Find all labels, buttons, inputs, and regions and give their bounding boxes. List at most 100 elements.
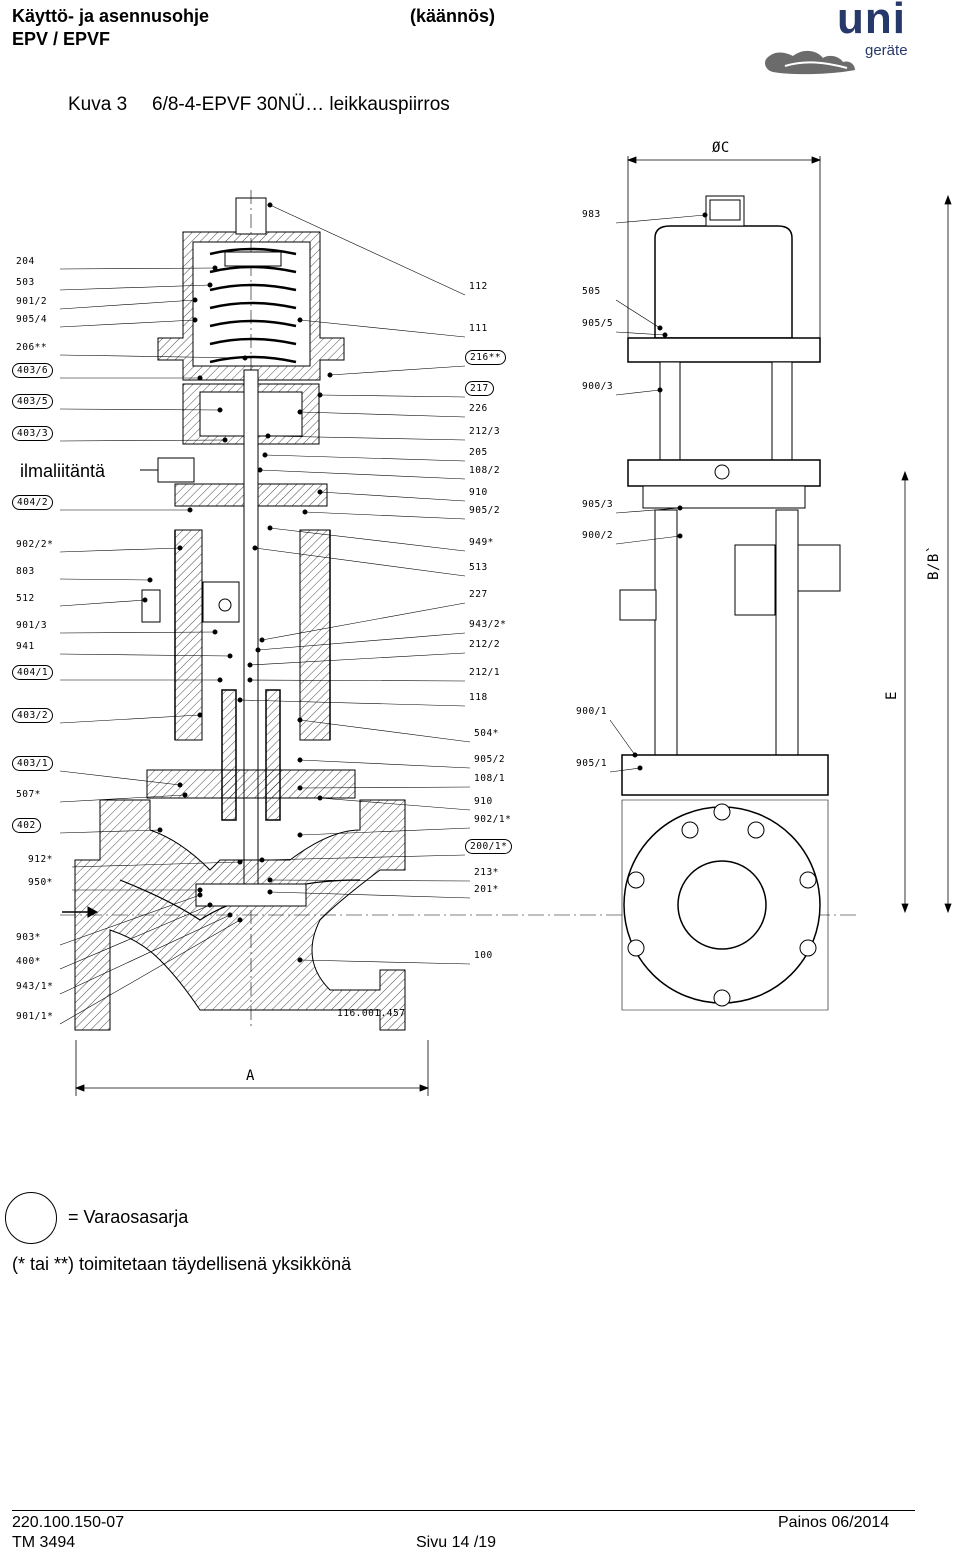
leader-line [59,354,246,359]
leader-line [269,527,466,552]
leader-line [299,411,466,418]
leader-dot [217,677,223,683]
leader-dot [247,662,253,668]
part-label: 504* [474,728,499,739]
leader-dot [237,859,243,865]
leader-line [267,435,466,441]
part-label: 400* [16,956,41,967]
part-label: 212/3 [469,426,501,437]
air-connection-fitting [157,457,195,483]
leader-line [299,827,471,836]
part-label: 503 [16,277,35,288]
leader-line [59,919,241,1025]
part-label: 901/2 [16,296,48,307]
leader-line [299,786,471,789]
leader-dot [207,902,213,908]
leader-line [615,331,666,336]
part-label: 111 [469,323,488,334]
leader-dot [657,325,663,331]
page-number: Sivu 14 /19 [416,1534,497,1551]
leader-dot [317,795,323,801]
part-label: 910 [469,487,488,498]
leader-dot [297,757,303,763]
leader-dot [237,917,243,923]
leader-dot [182,792,188,798]
part-label: 403/2 [12,708,54,723]
leader-line [261,602,466,641]
positioner [734,544,776,616]
part-label: 118 [469,692,488,703]
part-label: 949* [469,537,494,548]
part-label: 505 [582,286,601,297]
part-label: 216** [465,350,507,365]
leader-line [239,699,466,707]
part-label: 226 [469,403,488,414]
part-label: 217 [465,381,494,396]
leader-dot [259,857,265,863]
part-label: 900/1 [576,706,608,717]
part-label: 910 [474,796,493,807]
leader-line [59,578,151,581]
leader-line [269,204,466,296]
leader-dot [187,507,193,513]
leader-dot [177,782,183,788]
leader-dot [197,892,203,898]
logo-subtext: geräte [865,42,908,59]
leader-dot [259,637,265,643]
legend-symbol-meaning: = Varaosasarja [68,1207,189,1227]
leader-dot [192,297,198,303]
part-label: 507* [16,789,41,800]
part-label: 900/3 [582,381,614,392]
part-label: 943/1* [16,981,54,992]
part-label: 403/6 [12,363,54,378]
leader-dot [207,282,213,288]
leader-dot [297,957,303,963]
sectional-drawing [59,156,952,1096]
limit-switch [202,581,240,623]
leader-line [264,454,466,462]
leader-line [249,652,466,666]
leader-line [59,653,231,657]
leader-line [299,759,471,769]
leader-line [257,632,466,651]
part-label: 901/1* [16,1011,54,1022]
leader-line [59,299,196,310]
document-title: Käyttö- ja asennusohje [12,6,210,26]
part-label: 227 [469,589,488,600]
part-label: 112 [469,281,488,292]
part-label: 983 [582,209,601,220]
leader-dot [262,452,268,458]
leader-dot [297,409,303,415]
part-label: 200/1* [465,839,513,854]
flange-bolts [627,803,817,1007]
leader-dot [252,545,258,551]
leader-line [71,861,241,868]
uni-logo: uni geräte [765,0,955,80]
part-label: 108/1 [474,773,506,784]
leader-dot [267,525,273,531]
part-label: 108/2 [469,465,501,476]
drawing-number: 116.001.457 [337,1008,406,1019]
part-label: 512 [16,593,35,604]
logo-text: uni [837,0,906,43]
part-label: 901/3 [16,620,48,631]
leader-dot [142,597,148,603]
leader-dot [197,375,203,381]
actuator-cap [705,195,745,227]
leader-dot [297,317,303,323]
leader-dot [197,712,203,718]
electric-actuator [654,225,793,339]
e-dim-label: E [884,691,900,700]
dimension-lines [74,156,952,1096]
part-label: 212/1 [469,667,501,678]
leader-dot [255,647,261,653]
leader-dot [147,577,153,583]
leader-dot [267,877,273,883]
part-label: 212/2 [469,639,501,650]
leader-line [299,319,466,338]
leader-dot [157,827,163,833]
leader-line [269,891,471,899]
leader-dot [247,677,253,683]
figure-number: Kuva 3 [68,94,128,115]
leader-line [615,507,681,514]
